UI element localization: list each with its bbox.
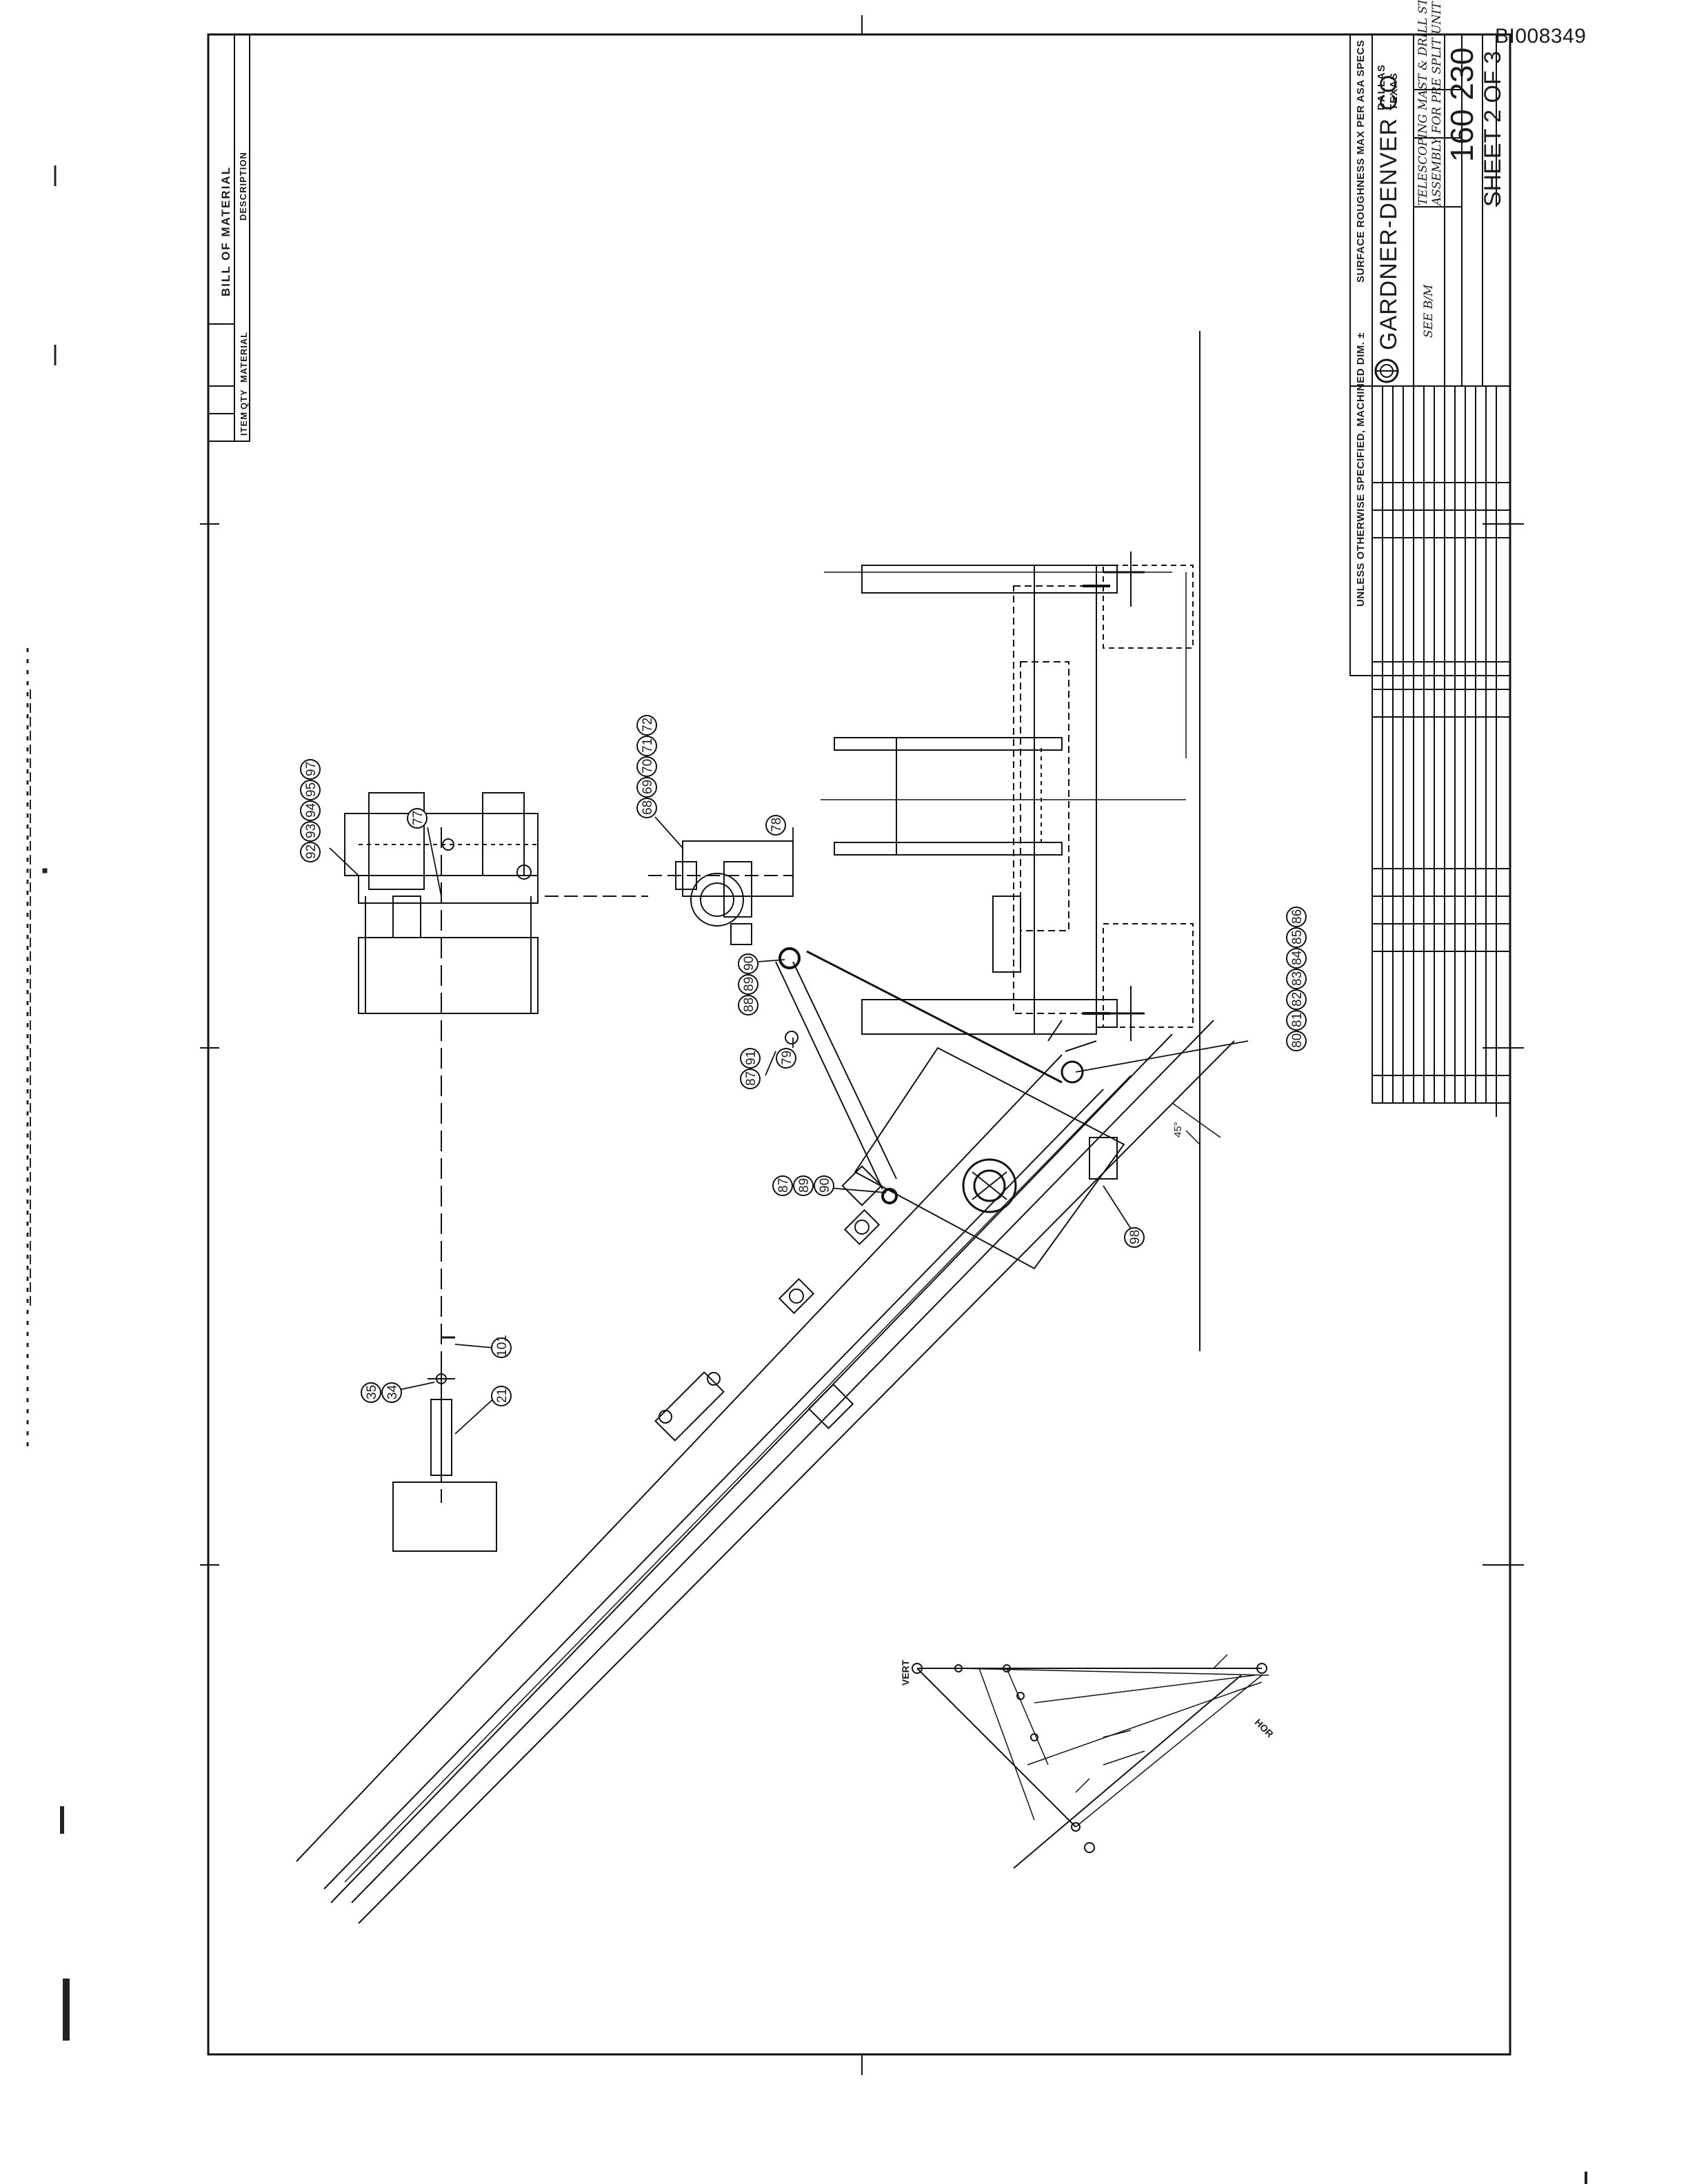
bom-header-qty: QTY: [239, 389, 249, 410]
leveling-jack-front: [1083, 986, 1145, 1041]
drawing-title-line-1: TELESCOPING MAST & DRILL STRING: [1416, 0, 1430, 205]
callout-balloons: [300, 715, 1307, 1406]
bom-header-material: MATERIAL: [239, 331, 249, 383]
callout-80: 80: [1290, 1033, 1305, 1048]
callout-94: 94: [304, 802, 319, 818]
callout-71: 71: [641, 738, 655, 753]
mast-bolt-plates: [654, 1165, 883, 1442]
sheet-number: SHEET 2 OF 3: [1480, 50, 1506, 207]
vertical-label: VERT: [900, 1659, 911, 1686]
callout-88: 88: [742, 997, 756, 1012]
bom-title: BILL OF MATERIAL: [219, 165, 232, 296]
callout-35: 35: [365, 1384, 379, 1399]
callout-79: 79: [780, 1050, 794, 1065]
callout-82: 82: [1290, 991, 1305, 1007]
callout-69: 69: [641, 779, 655, 794]
drawing-border: [200, 15, 1524, 2075]
callout-87-b: 87: [776, 1177, 791, 1193]
force-vector-diagram: [912, 1654, 1269, 1869]
callout-86: 86: [1290, 909, 1305, 924]
bom-header-item: ITEM: [239, 411, 249, 436]
callout-70: 70: [641, 758, 655, 774]
surface-roughness-note: SURFACE ROUGHNESS MAX PER ASA SPECS: [1355, 39, 1367, 283]
company-state: TEXAS: [1388, 72, 1400, 110]
callout-93: 93: [304, 823, 319, 838]
callout-101: 101: [495, 1335, 510, 1357]
leveling-jack-rear: [1083, 552, 1145, 607]
drawing-number: 160 230: [1444, 47, 1480, 162]
callout-84: 84: [1290, 950, 1305, 965]
callout-81: 81: [1290, 1012, 1305, 1027]
mast-assembly-drawing: [296, 331, 1269, 1924]
callout-90: 90: [742, 956, 756, 971]
callout-78: 78: [770, 817, 784, 832]
callout-90-b: 90: [818, 1177, 832, 1193]
scan-edge-artifacts: [26, 165, 1587, 2184]
callout-89: 89: [742, 976, 756, 991]
gardner-denver-logo: [1374, 358, 1399, 383]
callout-89-b: 89: [797, 1177, 812, 1193]
drawing-title-line-2: ASSEMBLY FOR PRE SPLIT UNIT: [1430, 1, 1444, 205]
company-city: DALLAS: [1376, 64, 1387, 110]
angle-annotation: 45°: [1172, 1122, 1184, 1138]
callout-98: 98: [1128, 1229, 1143, 1244]
revision-grid: [1372, 385, 1511, 1117]
callout-34: 34: [385, 1384, 400, 1399]
callout-87-a: 87: [744, 1071, 758, 1086]
callout-68: 68: [641, 800, 655, 815]
callout-72: 72: [641, 717, 655, 732]
callout-21: 21: [495, 1388, 510, 1403]
bill-of-material-table: [208, 34, 250, 442]
callout-91: 91: [744, 1050, 758, 1065]
general-tolerance-note: UNLESS OTHERWISE SPECIFIED, MACHINED DIM…: [1355, 332, 1367, 607]
callout-77: 77: [411, 810, 425, 825]
callout-97: 97: [304, 761, 319, 776]
callout-83: 83: [1290, 971, 1305, 986]
bom-header-description: DESCRIPTION: [238, 152, 248, 221]
company-name: GARDNER-DENVER CO: [1376, 74, 1402, 350]
callout-95: 95: [304, 782, 319, 797]
callout-92: 92: [304, 844, 319, 859]
callout-85: 85: [1290, 929, 1305, 944]
document-id: BI008349: [1495, 25, 1587, 48]
material-note: SEE B/M: [1422, 284, 1436, 338]
